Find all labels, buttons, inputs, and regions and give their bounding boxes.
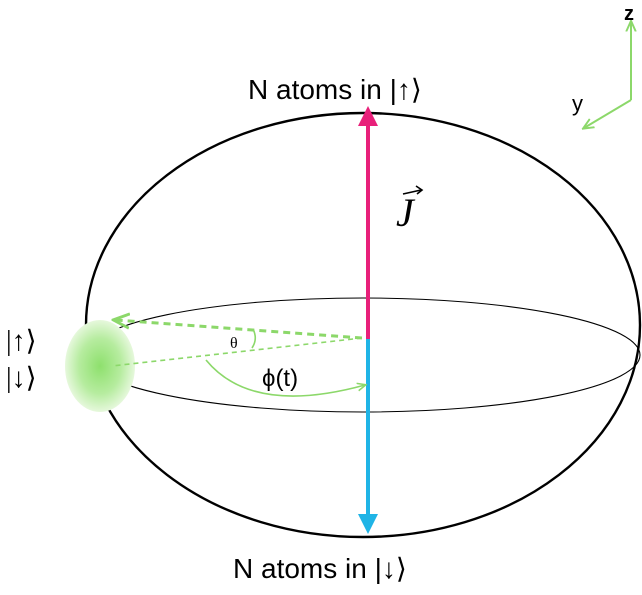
vector-arrow-icon (402, 185, 424, 195)
y-axis-label: y (572, 91, 583, 116)
theta-label: θ (230, 335, 238, 352)
top-label: N atoms in |↑⟩ (248, 74, 422, 105)
phi-arc (205, 359, 365, 397)
theta-arc (251, 328, 257, 349)
phi-label: ϕ(t) (262, 365, 298, 392)
j-vector-label: J (396, 190, 416, 235)
bottom-label: N atoms in |↓⟩ (233, 553, 407, 584)
projection-line (111, 337, 363, 367)
spin-state-blob (65, 320, 135, 412)
ket-down-label: |↓⟩ (6, 363, 37, 394)
tilted-spin-arrow (115, 320, 363, 340)
z-axis-label: z (624, 3, 634, 25)
equator-ellipse (85, 297, 641, 413)
y-axis-line (584, 99, 632, 128)
ket-up-label: |↑⟩ (6, 326, 37, 357)
